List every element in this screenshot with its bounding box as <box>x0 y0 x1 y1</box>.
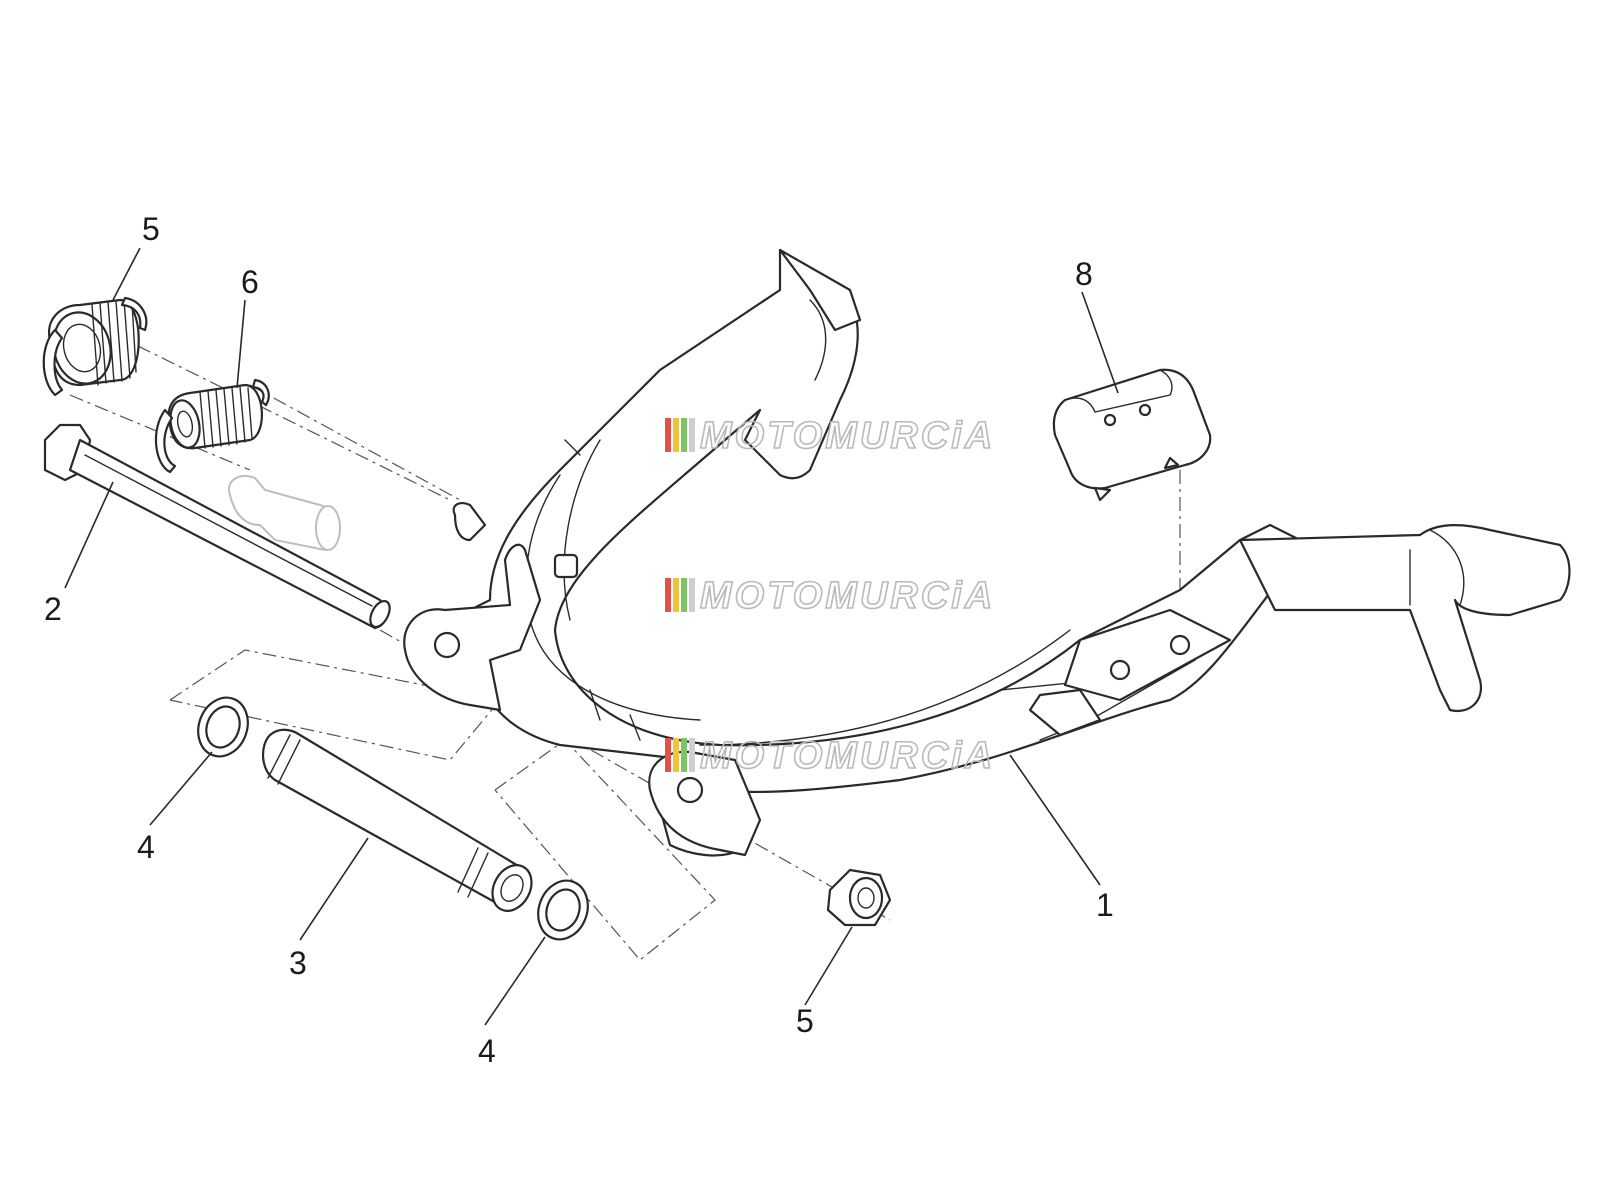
watermark-text: MOTOMURCiA <box>700 415 995 457</box>
callout-5: 5 <box>796 1003 814 1039</box>
large-spring <box>42 296 148 397</box>
ghost-pin <box>228 475 341 552</box>
pivot-bolt <box>43 423 391 630</box>
callout-6: 5 <box>142 211 160 247</box>
self-locking-nut <box>826 868 892 927</box>
watermark-middle: MOTOMURCiA <box>665 574 995 618</box>
spacer-tube <box>262 728 533 912</box>
watermark-top: MOTOMURCiA <box>665 414 995 458</box>
watermark-bottom: MOTOMURCiA <box>665 734 995 778</box>
washer-upper <box>197 696 249 758</box>
callout-8: 8 <box>1075 256 1093 292</box>
callout-1: 1 <box>1096 887 1114 923</box>
callout-3: 3 <box>289 945 307 981</box>
callout-4-upper: 4 <box>137 829 155 865</box>
center-stand <box>403 248 1571 857</box>
small-spring <box>154 378 270 474</box>
callout-7: 6 <box>241 264 259 300</box>
leader-lines <box>64 247 1119 1026</box>
callout-2: 2 <box>44 591 62 627</box>
callout-numbers: 5 6 8 2 1 4 3 4 5 <box>44 211 1114 1069</box>
washer-lower <box>537 879 589 941</box>
watermark-text: MOTOMURCiA <box>700 575 995 617</box>
callout-4-lower: 4 <box>478 1033 496 1069</box>
rubber-buffer <box>1052 368 1212 502</box>
watermark-text: MOTOMURCiA <box>700 735 995 777</box>
